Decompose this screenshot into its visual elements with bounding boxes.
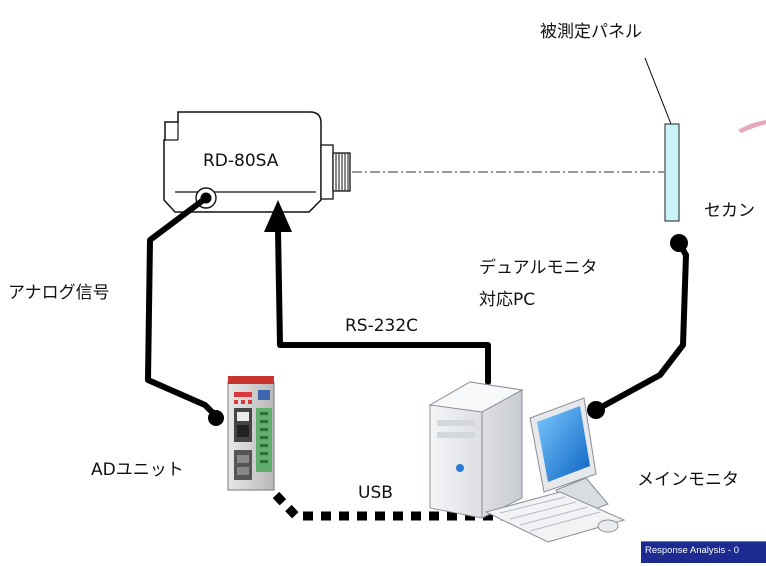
second-monitor-edge <box>738 120 766 133</box>
measured-panel <box>664 123 680 222</box>
usb-label: USB <box>358 483 393 503</box>
rd80sa-label: RD-80SA <box>203 151 279 171</box>
panel-sensor-connector <box>670 234 688 252</box>
pc-tower-icon <box>428 381 524 519</box>
keyboard-icon <box>484 491 626 543</box>
rs232c-arrow-head <box>264 200 292 232</box>
ad-unit-icon <box>227 376 275 491</box>
panel-leader-line <box>644 57 672 125</box>
measured-panel-label: 被測定パネル <box>540 22 642 42</box>
sensor-monitor-cable <box>593 240 689 413</box>
main-monitor-label: メインモニタ <box>637 470 739 490</box>
analog-signal-label: アナログ信号 <box>8 283 110 303</box>
dual-monitor-pc-label-line2: 対応PC <box>479 290 536 310</box>
second-monitor-label: セカン <box>704 201 755 221</box>
dual-monitor-pc-label-line1: デュアルモニタ <box>479 258 598 278</box>
ad-unit-connector <box>208 410 224 426</box>
main-monitor-connector <box>587 401 605 419</box>
taskbar-strip[interactable]: Response Analysis - 0 <box>641 541 766 563</box>
usb-cable <box>272 491 520 521</box>
analog-signal-cable <box>145 195 221 421</box>
rd80sa-device-icon <box>163 111 351 213</box>
ad-unit-label: ADユニット <box>91 460 184 480</box>
rs232c-label: RS-232C <box>345 316 419 336</box>
rs232c-cable <box>275 227 491 385</box>
taskbar-window-title[interactable]: Response Analysis - 0 <box>645 545 739 556</box>
